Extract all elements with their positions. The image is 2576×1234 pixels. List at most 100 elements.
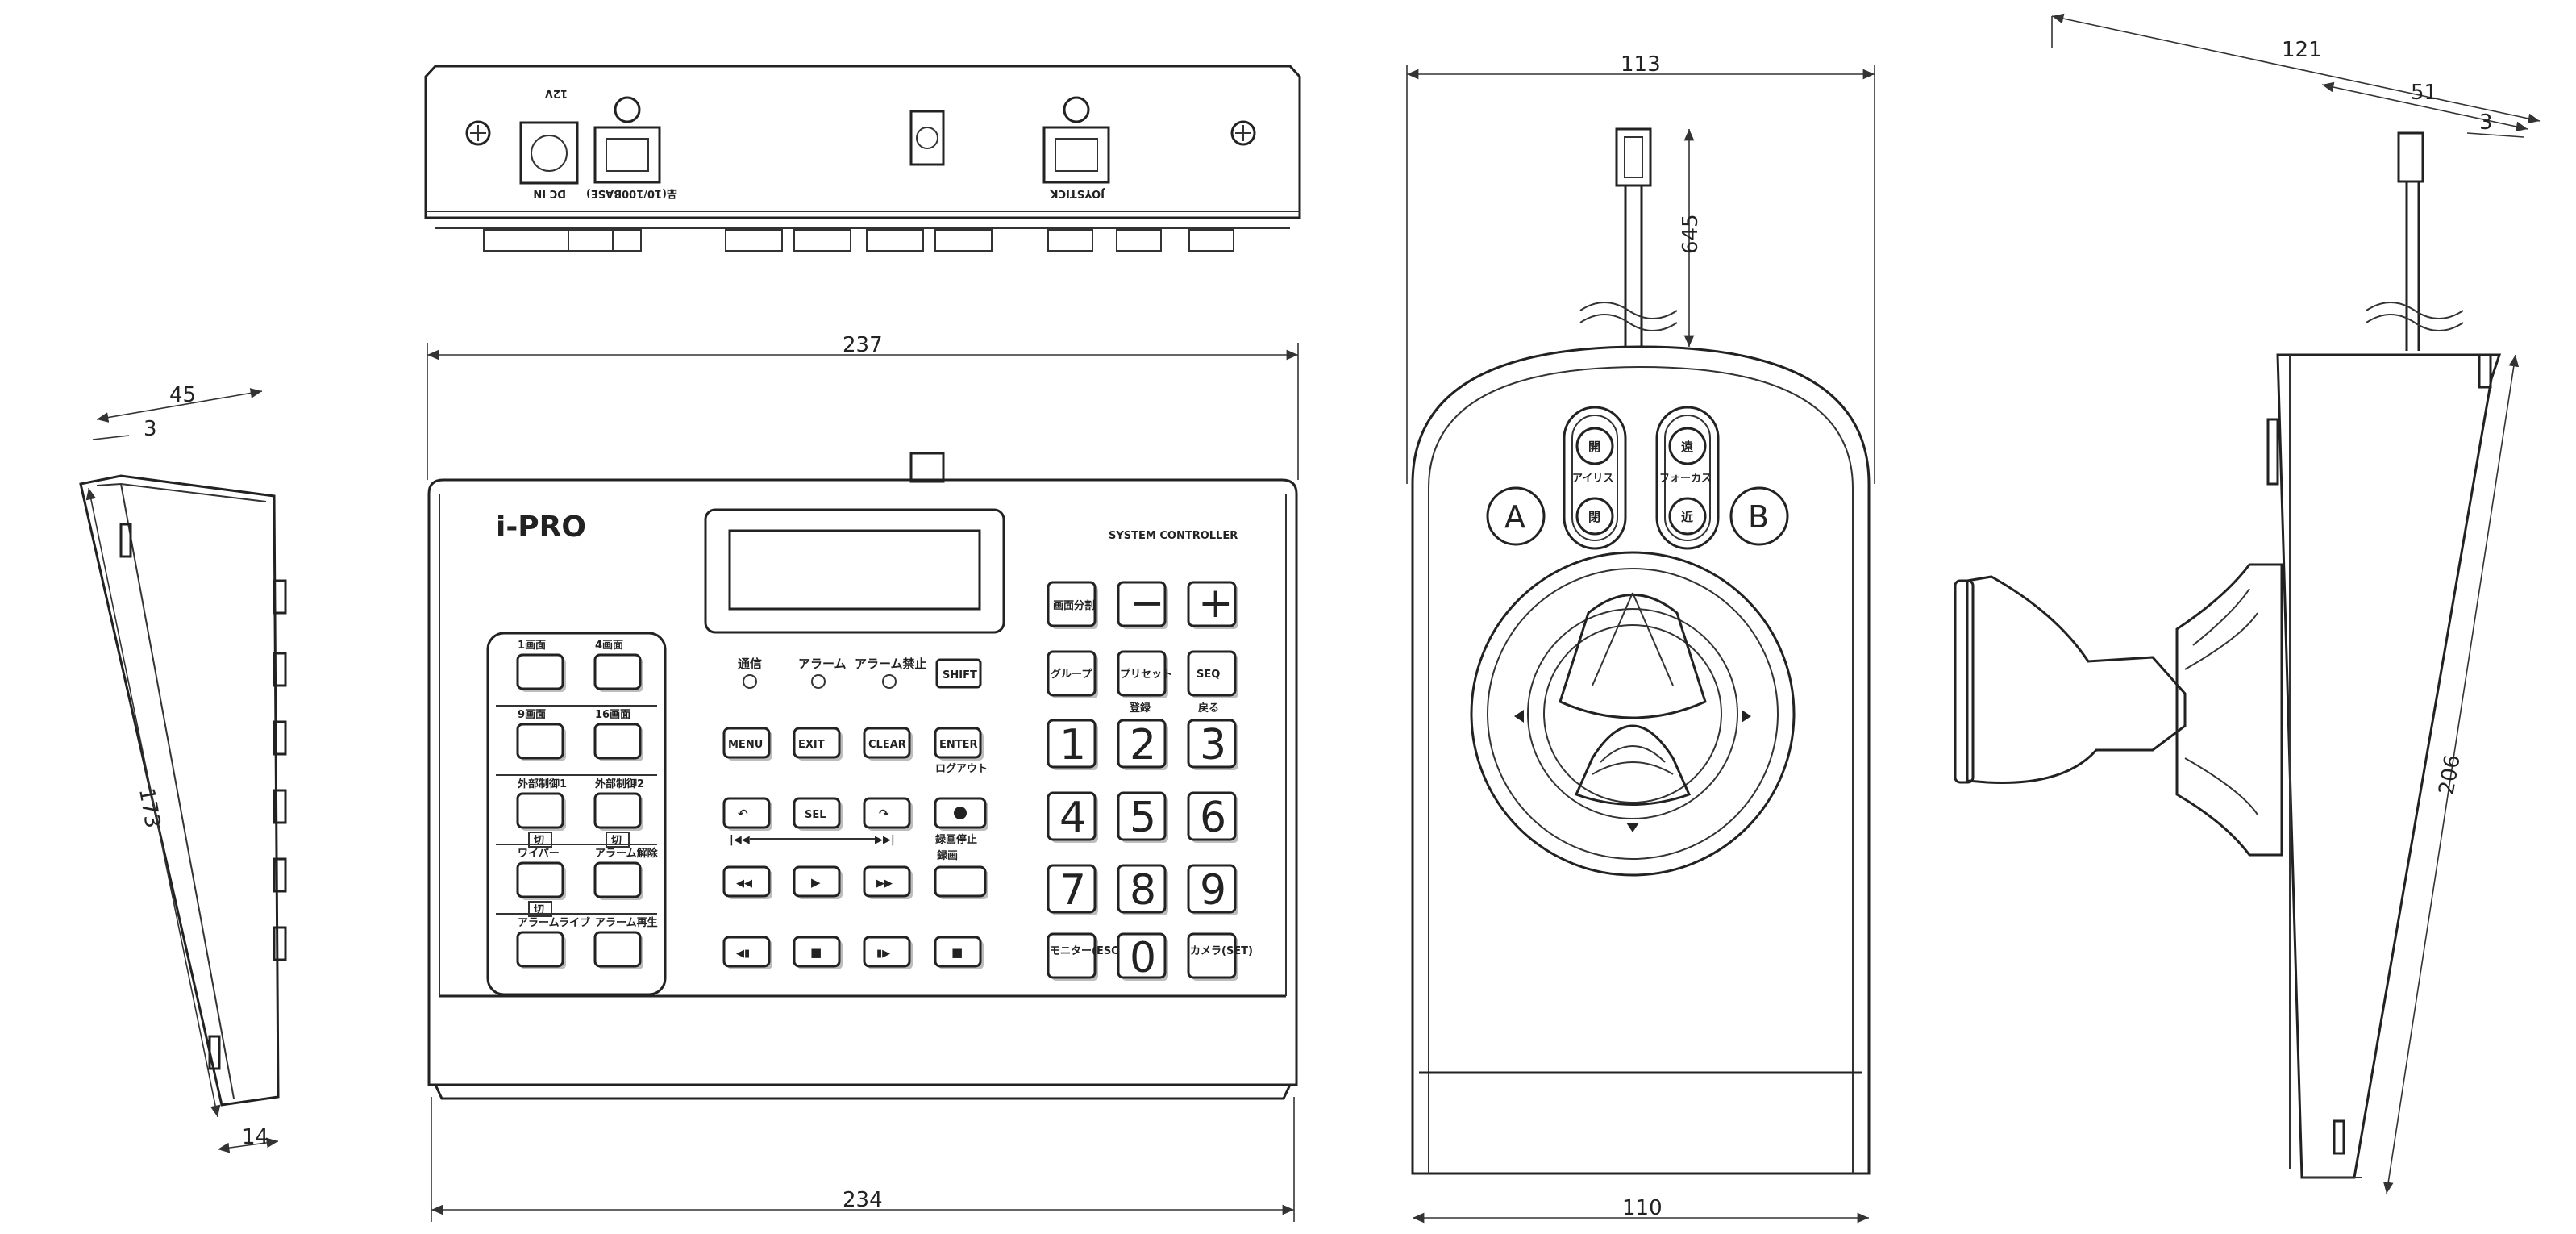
sel-key[interactable]	[793, 797, 841, 829]
iris-close-label: 閉	[1588, 510, 1600, 524]
indicator-leds: 通信 アラーム アラーム禁止	[738, 657, 927, 689]
left-key-2[interactable]	[593, 653, 642, 690]
shift-key-label: SHIFT	[943, 669, 977, 682]
digit-key-5[interactable]	[1117, 791, 1167, 841]
digit-key-7[interactable]	[1047, 864, 1097, 914]
arrow-down-icon	[1626, 823, 1639, 832]
dim-cable: 645	[1679, 214, 1703, 254]
frame-forward-key[interactable]	[863, 936, 911, 968]
focus-label: フォーカス	[1659, 473, 1712, 485]
left-key-3[interactable]	[516, 723, 564, 760]
left-key-1[interactable]	[516, 653, 564, 690]
left-key-label: 1画面	[518, 640, 546, 652]
minus-key[interactable]	[1117, 581, 1167, 627]
joystick-side[interactable]	[1954, 563, 2283, 857]
menu-key-clear[interactable]	[863, 727, 911, 759]
dim-joy-bottom: 110	[1622, 1196, 1663, 1220]
digit-key-label: 8	[1130, 866, 1156, 915]
pause-icon: ■	[810, 945, 822, 960]
indicator-comm-label: 通信	[738, 657, 762, 671]
right-side-view: 121 51 3 206	[1954, 13, 2541, 1194]
digit-key-1[interactable]	[1047, 719, 1097, 769]
left-key-9[interactable]	[516, 931, 564, 968]
left-key-8[interactable]	[593, 861, 642, 898]
monitor-esc-key[interactable]	[1047, 932, 1097, 979]
record-label: 録画	[937, 849, 958, 862]
sel-key-label: SEL	[805, 809, 826, 821]
left-side-view: 45 3 173 14	[79, 383, 287, 1153]
rear-view: 12V DC IN 品(10/100BASE) JOYSTICK	[424, 65, 1301, 252]
record-action-key[interactable]	[934, 865, 987, 898]
preset-sub-label: 登録	[1129, 702, 1151, 715]
menu-key-exit[interactable]	[793, 727, 841, 759]
frame-back-key[interactable]	[722, 936, 771, 968]
cable-connector	[1615, 127, 1652, 187]
forward-jog-key[interactable]	[863, 797, 911, 829]
monitor-esc-label: モニター(ESC)	[1050, 945, 1124, 957]
left-key-6[interactable]	[593, 792, 642, 829]
seq-key[interactable]	[1187, 650, 1237, 697]
left-key-label: 外部制御2	[594, 778, 644, 790]
joystick-port	[1042, 126, 1110, 184]
menu-key-enter[interactable]	[934, 727, 982, 759]
digit-key-6[interactable]	[1187, 791, 1237, 841]
pause-key[interactable]	[793, 936, 841, 968]
left-key-label: アラームライブ	[518, 916, 590, 929]
dim-side-bottom: 14	[242, 1125, 268, 1149]
dim-joy-top: 113	[1621, 52, 1661, 77]
digit-key-label: 2	[1130, 721, 1156, 769]
digit-key-2[interactable]	[1117, 719, 1167, 769]
rewind-jog-key[interactable]	[722, 797, 771, 829]
front-view: 237 234 i-PRO SYSTEM CONTROLLER 通信 アラーム …	[427, 333, 1299, 1222]
digit-key-label: 3	[1200, 721, 1226, 769]
shift-key[interactable]	[935, 658, 982, 689]
stop-key[interactable]	[934, 936, 982, 968]
menu-key-label: ENTER	[939, 739, 978, 751]
digit-key-0[interactable]	[1117, 932, 1167, 979]
digit-key-8[interactable]	[1117, 864, 1167, 914]
split-screen-key[interactable]	[1047, 581, 1097, 627]
camera-set-key[interactable]	[1187, 932, 1237, 979]
digit-key-9[interactable]	[1187, 864, 1237, 914]
iris-open-button[interactable]	[1575, 427, 1614, 465]
menu-key-label: EXIT	[798, 739, 825, 751]
left-key-label: 外部制御1	[517, 778, 567, 790]
stop-icon: ■	[951, 945, 963, 960]
digit-key-4[interactable]	[1047, 791, 1097, 841]
joystick-port-label: JOYSTICK	[1050, 187, 1105, 199]
fast-forward-key[interactable]	[863, 865, 911, 898]
minus-key-label: −	[1130, 579, 1165, 627]
rewind-icon: ◀◀	[736, 878, 752, 890]
frame-forward-icon: ▮▶	[876, 948, 890, 960]
left-key-label: 9画面	[518, 709, 546, 721]
menu-key-menu[interactable]	[722, 727, 771, 759]
focus-rocker	[1655, 406, 1720, 550]
iris-close-button[interactable]	[1575, 497, 1614, 536]
focus-far-button[interactable]	[1668, 427, 1707, 465]
joystick[interactable]	[1470, 551, 1796, 877]
plus-key[interactable]	[1187, 581, 1237, 627]
focus-near-label: 近	[1681, 510, 1693, 524]
left-key-7[interactable]	[516, 861, 564, 898]
cover-plate	[909, 110, 945, 166]
button-a[interactable]	[1486, 486, 1546, 546]
button-b[interactable]	[1729, 486, 1789, 546]
focus-near-button[interactable]	[1668, 497, 1707, 536]
left-key-10[interactable]	[593, 931, 642, 968]
redo-icon: ↷	[879, 807, 889, 821]
screw-icon	[1230, 120, 1256, 146]
left-key-label: アラーム解除	[595, 847, 659, 860]
preset-key[interactable]	[1117, 650, 1167, 697]
digit-key-3[interactable]	[1187, 719, 1237, 769]
digit-key-label: 0	[1130, 934, 1156, 982]
dim-right-small: 3	[2479, 110, 2493, 135]
left-key-4[interactable]	[593, 723, 642, 760]
left-key-5[interactable]	[516, 792, 564, 829]
rewind-key[interactable]	[722, 865, 771, 898]
play-key[interactable]	[793, 865, 841, 898]
dim-width-bottom: 234	[843, 1188, 883, 1212]
group-key[interactable]	[1047, 650, 1097, 697]
